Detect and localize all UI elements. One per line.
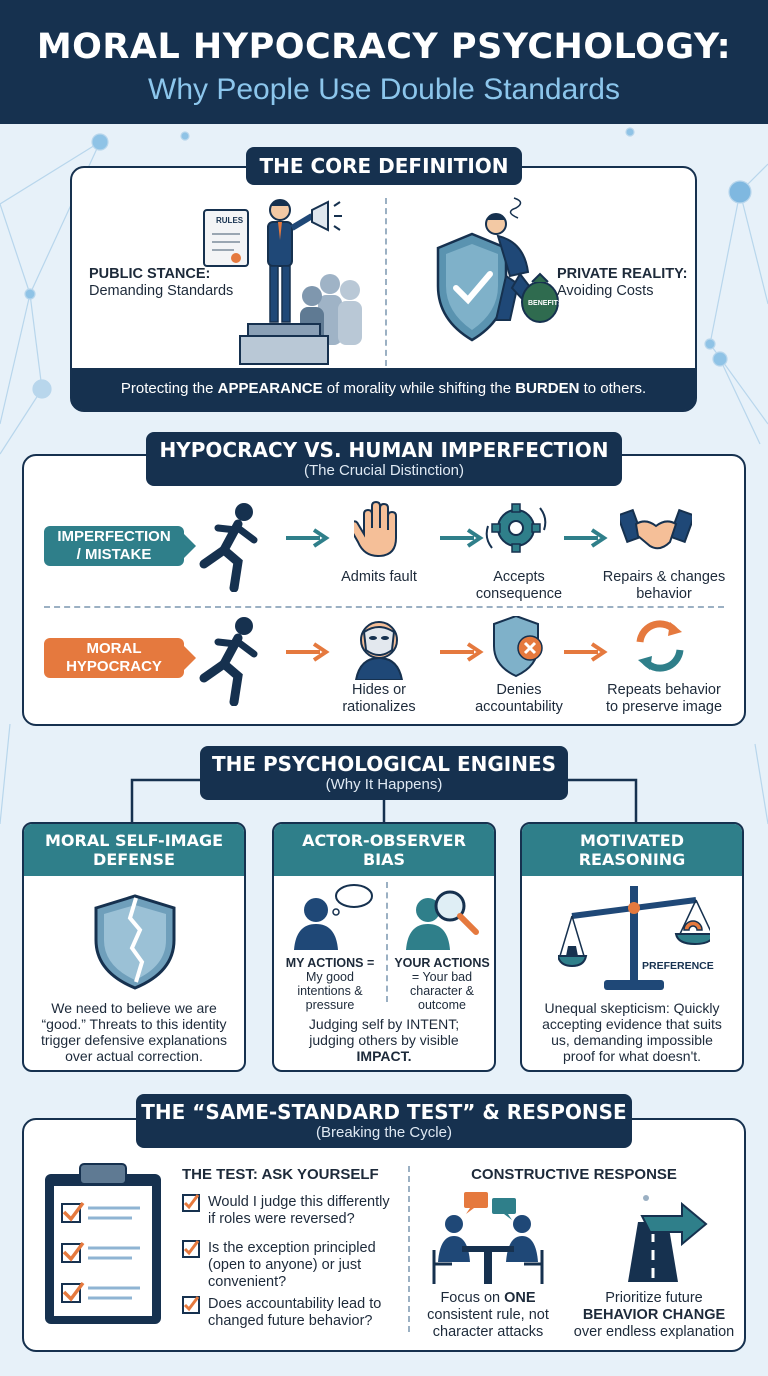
distinction-panel: IMPERFECTION/ MISTAKE Admits fault Accep… — [22, 454, 746, 726]
test-question-2: Is the exception principled(open to anyo… — [208, 1240, 376, 1290]
arrow-right-icon — [564, 642, 608, 662]
checkbox-icon — [182, 1240, 200, 1258]
self-image-text: We need to believe we are“good.” Threats… — [40, 1000, 227, 1064]
stumbling-person-icon — [199, 617, 258, 706]
repeat-cycle-icon — [636, 620, 684, 672]
magnifying-glass-person-icon — [406, 890, 479, 950]
raised-hand-icon — [354, 500, 397, 558]
clipboard-checklist-icon — [45, 1163, 161, 1324]
engines-tab: THE PSYCHOLOGICAL ENGINES (Why It Happen… — [200, 746, 568, 800]
road-turn-arrow-icon — [628, 1195, 708, 1282]
shield-and-benefits-illustration — [436, 197, 559, 342]
public-stance-desc: Demanding Standards — [89, 283, 234, 299]
same-standard-test-tab: THE “SAME-STANDARD TEST” & RESPONSE (Bre… — [136, 1094, 632, 1148]
cracked-shield-icon — [94, 894, 176, 990]
core-definition-panel: RULES PUBLIC STANCE: Demanding Standards… — [70, 166, 697, 412]
handshake-icon — [620, 508, 692, 550]
checkbox-icon — [182, 1194, 200, 1212]
core-definition-summary: Protecting the APPEARANCE of morality wh… — [72, 368, 695, 410]
conversation-table-icon — [432, 1192, 544, 1284]
arrow-right-icon — [286, 642, 330, 662]
arrow-right-icon — [440, 642, 484, 662]
response-title: CONSTRUCTIVE RESPONSE — [471, 1166, 677, 1183]
private-reality-title: PRIVATE REALITY: — [557, 266, 688, 282]
gear-cycle-icon — [485, 503, 547, 553]
header: MORAL HYPOCRACY PSYCHOLOGY: Why People U… — [0, 0, 768, 124]
speaker-on-podium-illustration — [203, 199, 362, 365]
stumbling-person-icon — [199, 503, 258, 592]
rules-label: RULES — [216, 216, 244, 225]
arrow-right-icon — [440, 528, 484, 548]
benefits-label: BENEFITS — [528, 300, 563, 307]
core-definition-tab: THE CORE DEFINITION — [246, 147, 522, 185]
preference-label: PREFERENCE — [642, 960, 714, 972]
arrow-right-icon — [564, 528, 608, 548]
step-admits-fault: Admits fault — [341, 569, 417, 585]
imperfection-label: IMPERFECTION/ MISTAKE — [44, 526, 196, 566]
tilted-scale-icon — [558, 886, 710, 990]
mask-face-icon — [354, 621, 404, 680]
public-stance-title: PUBLIC STANCE: — [89, 266, 211, 282]
actor-observer-text: Judging self by INTENT;judging others by… — [308, 1016, 460, 1064]
page-subtitle: Why People Use Double Standards — [148, 73, 620, 106]
shield-x-icon — [493, 616, 543, 678]
checkbox-icon — [182, 1296, 200, 1314]
background-network — [0, 127, 768, 825]
distinction-tab: HYPOCRACY VS. HUMAN IMPERFECTION (The Cr… — [146, 432, 622, 486]
private-reality-desc: Avoiding Costs — [557, 283, 654, 299]
arrow-right-icon — [286, 528, 330, 548]
thinking-person-icon — [294, 884, 373, 950]
page-title: MORAL HYPOCRACY PSYCHOLOGY: — [36, 27, 732, 67]
test-title: THE TEST: ASK YOURSELF — [182, 1166, 379, 1183]
same-standard-test-panel: THE TEST: ASK YOURSELF Would I judge thi… — [22, 1118, 746, 1352]
